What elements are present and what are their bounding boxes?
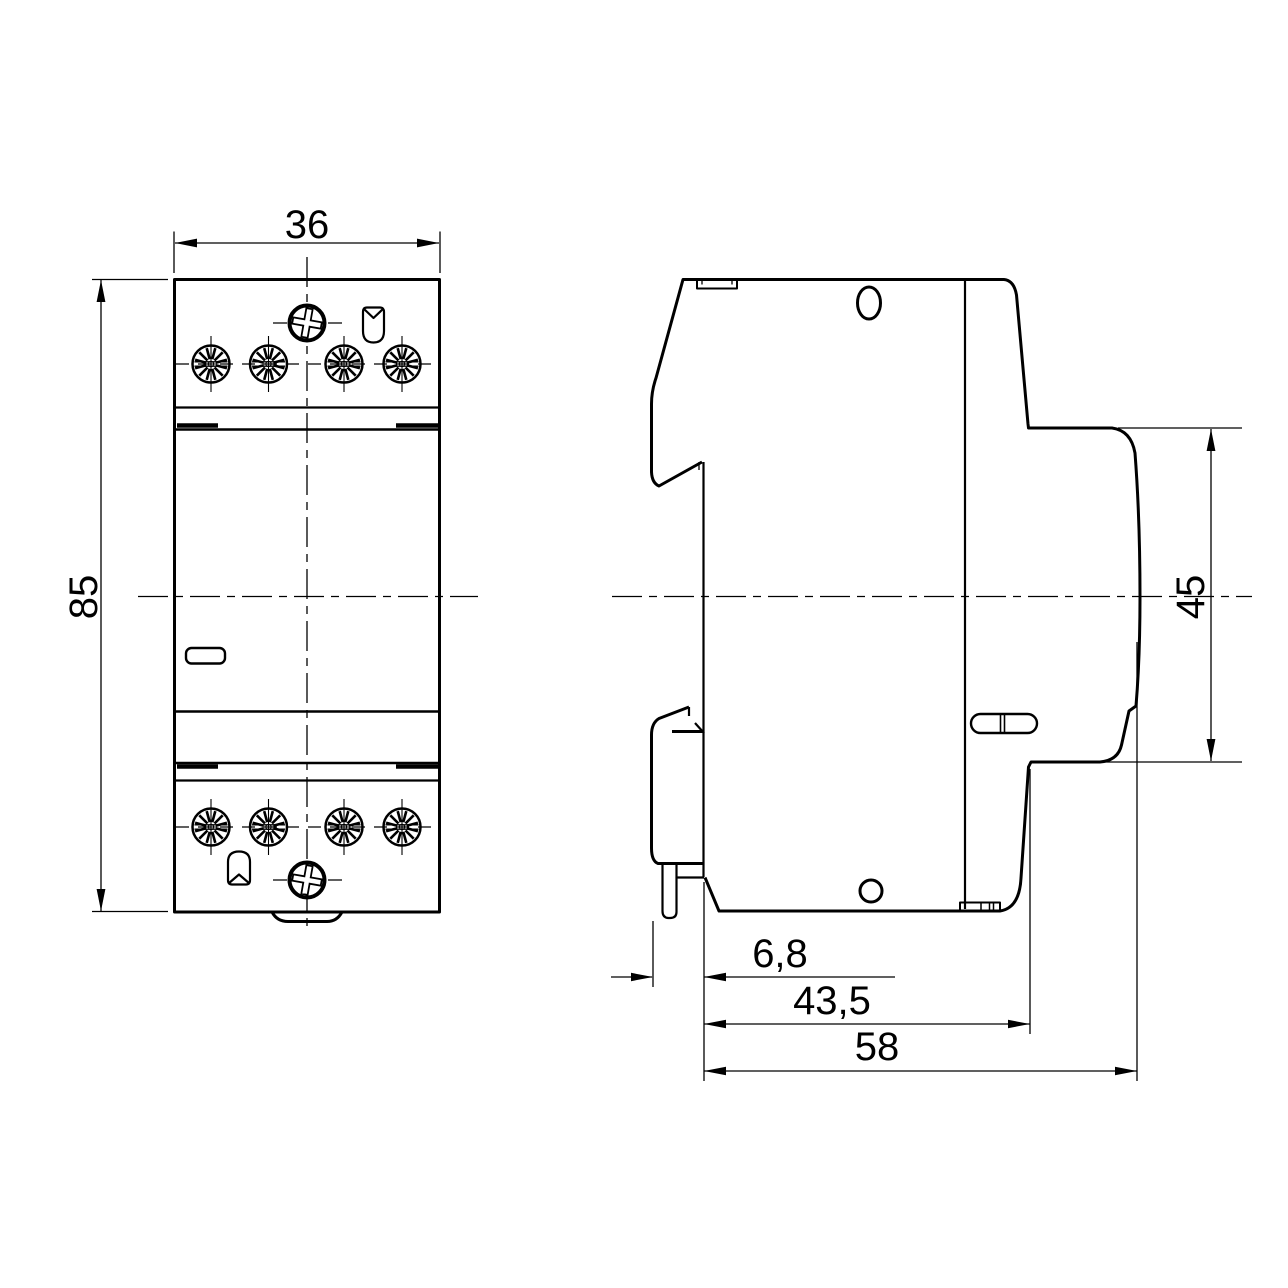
terminal-screw-bottom-4 bbox=[382, 797, 422, 857]
dimension-body-depth: 43,5 bbox=[704, 769, 1031, 1034]
din-rail-clip bbox=[650, 705, 705, 920]
oval-hole-top bbox=[856, 285, 882, 321]
dim-label-58: 58 bbox=[855, 1025, 900, 1069]
indicator-window bbox=[184, 646, 227, 665]
side-view bbox=[612, 278, 1252, 920]
dim-label-6-8: 6,8 bbox=[752, 932, 808, 976]
dim-label-43-5: 43,5 bbox=[793, 979, 871, 1023]
dimension-front-width: 36 bbox=[173, 203, 441, 273]
dim-label-45: 45 bbox=[1169, 575, 1213, 620]
terminal-screw-top-4 bbox=[382, 334, 422, 394]
dimension-clip-offset: 6,8 bbox=[611, 921, 895, 987]
front-bottom-bump bbox=[270, 911, 344, 923]
dimension-total-depth: 58 bbox=[704, 642, 1138, 1081]
dimension-front-height: 85 bbox=[62, 278, 168, 913]
side-top-notch bbox=[696, 280, 738, 290]
phillips-screw-bottom bbox=[287, 860, 327, 900]
dim-label-36: 36 bbox=[285, 203, 330, 247]
side-bottom-foot bbox=[959, 901, 1001, 911]
dim-label-85: 85 bbox=[62, 575, 106, 620]
front-view bbox=[138, 257, 478, 933]
dimension-side-upper-depth: 45 bbox=[1105, 427, 1242, 763]
terminal-screw-top-2 bbox=[248, 334, 289, 394]
din-clip-foot bbox=[661, 864, 678, 920]
round-hole-bottom bbox=[858, 878, 884, 904]
pill-slot bbox=[969, 712, 1039, 735]
dimensions: 36 85 45 6,8 bbox=[62, 203, 1242, 1081]
terminal-screw-bottom-2 bbox=[248, 797, 289, 857]
side-body-outline bbox=[650, 278, 1142, 913]
seal-tab-bottom bbox=[226, 850, 252, 886]
phillips-screw-top bbox=[287, 303, 327, 343]
seal-tab-top bbox=[361, 306, 386, 344]
